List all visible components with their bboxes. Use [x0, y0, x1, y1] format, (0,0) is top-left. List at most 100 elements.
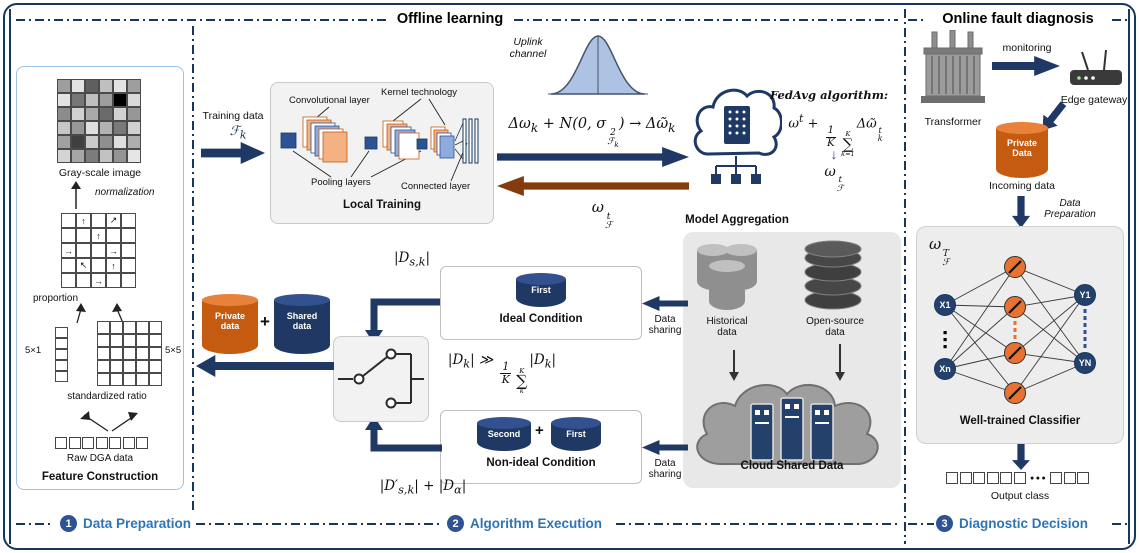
- local-training-box: Convolutional layer Kernel technology: [270, 82, 494, 224]
- ideal-dataset-size-formula: |Ds,k|: [393, 250, 431, 269]
- selector-switch-box: [333, 336, 429, 422]
- model-aggregation-icon: [693, 88, 782, 184]
- online-dash-left: [908, 19, 924, 21]
- bottom-dash-a: [16, 523, 54, 525]
- data-sharing-label-bottom: Data sharing: [648, 458, 682, 480]
- section-1-label: Data Preparation: [83, 516, 192, 531]
- top-dashdot-left: [16, 19, 386, 21]
- online-fault-diagnosis-title: Online fault diagnosis: [942, 11, 1094, 27]
- cloud-shared-data-title: Cloud Shared Data: [740, 460, 844, 472]
- bottom-dash-b: [196, 523, 442, 525]
- top-dashdot-right: [514, 19, 898, 21]
- local-training-title: Local Training: [343, 199, 421, 211]
- classifier-title: Well-trained Classifier: [959, 415, 1081, 427]
- incoming-data-label: Incoming data: [989, 180, 1055, 192]
- divider-1-2: [192, 26, 194, 512]
- transformer-icon: [921, 30, 985, 103]
- raw-dga-label: Raw DGA data: [66, 453, 134, 464]
- standardized-ratio-label: standardized ratio: [67, 391, 147, 402]
- selector-switch-icon: [338, 348, 424, 409]
- output-node-y1: Y1: [1079, 290, 1090, 300]
- edge-gateway-label: Edge gateway: [1060, 94, 1128, 106]
- neural-network: X1 Xn Y1 YN: [934, 256, 1096, 404]
- opensource-to-cloud-arrow: [835, 344, 845, 381]
- ideal-condition-title: Ideal Condition: [499, 313, 583, 325]
- normalization-arrow: [71, 181, 81, 209]
- ideal-condition-box: First Ideal Condition: [440, 266, 642, 340]
- plus-sign-nonideal: +: [535, 422, 544, 439]
- nonideal-condition-box: Second + First Non-ideal Condition: [440, 410, 642, 484]
- plus-sign-datasets: +: [260, 312, 270, 331]
- grayscale-image-label: Gray-scale image: [58, 167, 142, 179]
- fedavg-down-arrow: ↓: [830, 146, 838, 162]
- second-cylinder: Second: [477, 417, 531, 451]
- output-class-label: Output class: [990, 490, 1050, 502]
- edge-gateway-icon: [1070, 49, 1122, 85]
- private-data-cylinder: Private data: [202, 294, 258, 354]
- divider-2-3: [904, 9, 906, 544]
- input-node-xn: Xn: [939, 364, 951, 374]
- proportion-label: proportion: [33, 293, 79, 304]
- normalization-label: normalization: [95, 187, 155, 198]
- bottom-dash-c: [616, 523, 898, 525]
- connected-layer-label: Connected layer: [401, 181, 471, 192]
- feature-construction-title: Feature Construction: [41, 471, 159, 483]
- section-3-number: 3: [936, 515, 953, 532]
- open-source-data-label: Open-source data: [806, 316, 864, 338]
- incoming-private-data-cylinder: Private Data: [996, 122, 1048, 178]
- grayscale-image-grid: [57, 79, 141, 163]
- online-dash-right: [1112, 19, 1127, 21]
- right-double-line: [1128, 9, 1130, 544]
- pooling-layers-label: Pooling layers: [311, 177, 371, 188]
- proportion-grid: ↑↗↑→→↖↑→: [61, 213, 136, 288]
- historical-db-cylinder-3: [709, 260, 745, 310]
- cloud-shared-data-panel: Historical data Open-source data: [683, 232, 901, 488]
- grid-5x5: [97, 321, 162, 386]
- monitoring-label: monitoring: [1002, 42, 1052, 54]
- historical-to-cloud-arrow: [729, 350, 739, 381]
- bottom-dash-e: [1112, 523, 1127, 525]
- bottom-dash-d: [908, 523, 934, 525]
- output-class-row: ●●●: [946, 472, 1091, 484]
- grid-5x1: [55, 327, 68, 382]
- first-cylinder-nonideal: First: [551, 417, 601, 451]
- feature-construction-panel: Gray-scale image normalization ↑↗↑→→↖↑→ …: [16, 66, 184, 490]
- dim-5x5-label: 5×5: [165, 345, 182, 356]
- training-data-symbol: ℱk: [229, 124, 247, 142]
- model-aggregation-title: Model Aggregation: [685, 214, 789, 226]
- open-source-db-icon: [804, 240, 862, 310]
- kernel-technology-label: Kernel technology: [381, 87, 458, 98]
- training-data-label: Training data: [202, 110, 264, 122]
- nonideal-dataset-formula: |D′s,k| + |Dα|: [379, 478, 467, 497]
- historical-data-label: Historical data: [706, 316, 748, 338]
- output-node-yn: YN: [1079, 358, 1092, 368]
- section-2-label: Algorithm Execution: [470, 516, 603, 531]
- data-sharing-label-top: Data sharing: [648, 314, 682, 336]
- section-1-number: 1: [60, 515, 77, 532]
- input-node-x1: X1: [939, 300, 950, 310]
- convolutional-layer-label: Convolutional layer: [289, 95, 370, 106]
- section-2-number: 2: [447, 515, 464, 532]
- fedavg-title: FedAvg algorithm:: [770, 88, 889, 102]
- dim-5x1-label: 5×1: [25, 345, 42, 356]
- first-cylinder-ideal: First: [516, 273, 566, 307]
- cnn-illustration: [280, 116, 479, 164]
- section-3-label: Diagnostic Decision: [959, 516, 1089, 531]
- gaussian-curve: [548, 35, 648, 95]
- diagram-border: [3, 3, 1136, 550]
- shared-data-cylinder: Shared data: [274, 294, 330, 354]
- raw-to-grids-arrows: [80, 411, 138, 432]
- ratio-to-proportion-arrows: [76, 303, 124, 324]
- data-preparation-note: Data Preparation: [1044, 198, 1096, 220]
- uplink-channel-label: Uplink channel: [509, 36, 547, 60]
- offline-learning-title: Offline learning: [396, 11, 504, 27]
- shared-data-cloud-icon: [696, 384, 879, 465]
